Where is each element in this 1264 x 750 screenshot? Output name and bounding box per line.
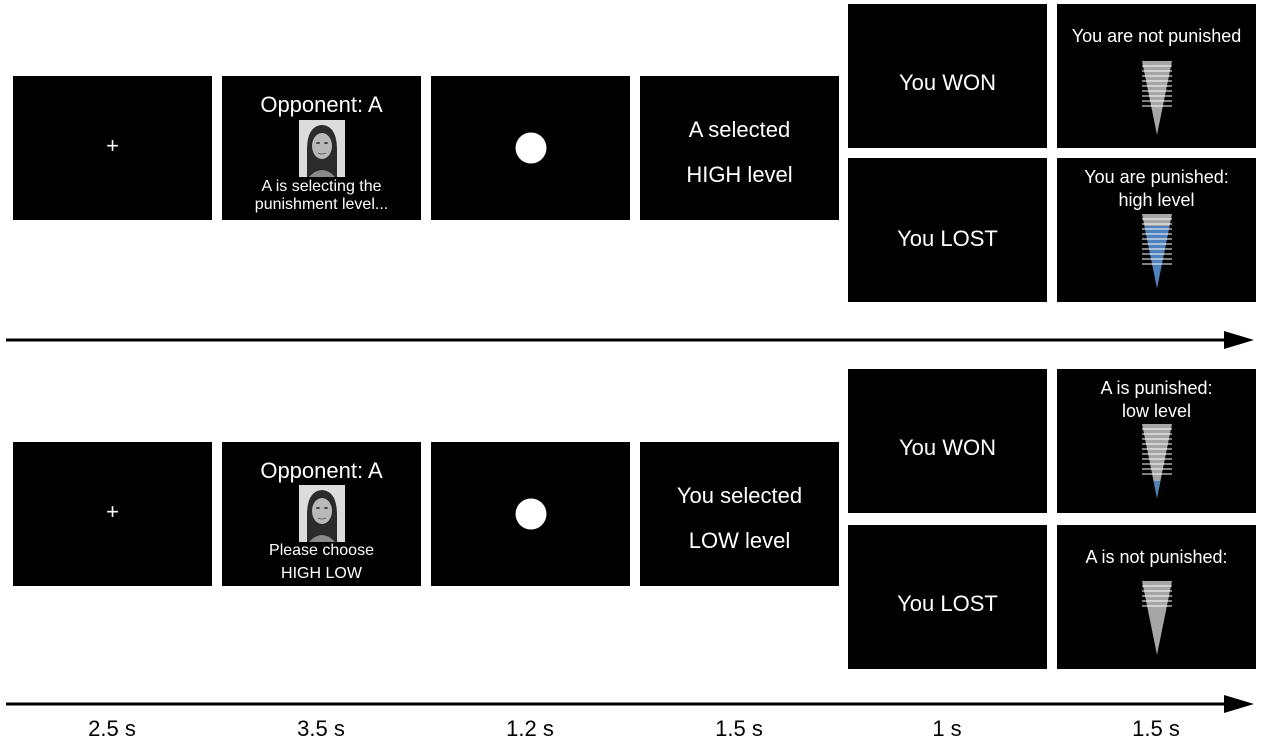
duration-outcome: 1 s [932, 716, 962, 741]
anticipation-screen-bottom [431, 442, 630, 586]
opponent-face-photo [299, 485, 345, 542]
opponent-screen-top: Opponent: A A is selecting the punishmen… [222, 76, 421, 220]
timeline-arrow-bottom [6, 695, 1254, 713]
opponent-title: Opponent: A [260, 458, 383, 483]
decision-text-line2: HIGH level [686, 162, 793, 187]
feedback-screen-bottom-won: A is punished: low level [1057, 369, 1256, 513]
fixation-cross: + [106, 498, 119, 524]
won-screen-top: You WON [848, 4, 1047, 148]
opponent-screen-bottom: Opponent: A Please choose HIGH LOW [222, 442, 421, 586]
decision-screen-top: A selected HIGH level [640, 76, 839, 220]
punishment-meter-icon [1142, 424, 1172, 498]
duration-anticipation: 1.2 s [506, 716, 554, 741]
opponent-title: Opponent: A [260, 92, 383, 117]
duration-decision: 1.5 s [715, 716, 763, 741]
duration-fixation: 2.5 s [88, 716, 136, 741]
feedback-text: A is not punished: [1085, 547, 1228, 567]
fixation-cross: + [106, 132, 119, 158]
punishment-meter-icon [1142, 214, 1172, 288]
feedback-screen-top-lost: You are punished: high level [1057, 158, 1256, 302]
lost-text: You LOST [897, 591, 998, 616]
feedback-screen-top-won: You are not punished [1057, 4, 1256, 148]
feedback-text-line1: You are punished: [1084, 167, 1229, 187]
selecting-text-line1: A is selecting the [261, 178, 382, 195]
anticipation-screen-top [431, 76, 630, 220]
fixation-screen-top: + [13, 76, 212, 220]
lost-text: You LOST [897, 226, 998, 251]
feedback-text: You are not punished [1071, 26, 1242, 46]
feedback-text-line1: A is punished: [1100, 378, 1213, 398]
selecting-text-line2: punishment level... [254, 196, 389, 213]
punishment-meter-icon [1142, 61, 1172, 135]
choose-options-line2: HIGH LOW [281, 565, 362, 582]
punishment-meter-icon [1142, 581, 1172, 655]
duration-opponent: 3.5 s [297, 716, 345, 741]
opponent-face-photo [299, 120, 345, 177]
won-text: You WON [898, 435, 996, 460]
decision-text-line2: LOW level [688, 528, 791, 553]
feedback-text-line2: low level [1121, 401, 1192, 421]
feedback-text-line2: high level [1118, 190, 1195, 210]
duration-feedback: 1.5 s [1132, 716, 1180, 741]
timeline-arrow-top [6, 331, 1254, 349]
decision-text-line1: You selected [676, 483, 803, 508]
white-dot [515, 132, 546, 164]
choose-prompt-line1: Please choose [269, 542, 374, 559]
lost-screen-bottom: You LOST [848, 525, 1047, 669]
lost-screen-top: You LOST [848, 158, 1047, 302]
decision-text-line1: A selected [688, 117, 791, 142]
won-text: You WON [898, 70, 996, 95]
won-screen-bottom: You WON [848, 369, 1047, 513]
fixation-screen-bottom: + [13, 442, 212, 586]
feedback-screen-bottom-lost: A is not punished: [1057, 525, 1256, 669]
white-dot [515, 498, 546, 530]
decision-screen-bottom: You selected LOW level [640, 442, 839, 586]
